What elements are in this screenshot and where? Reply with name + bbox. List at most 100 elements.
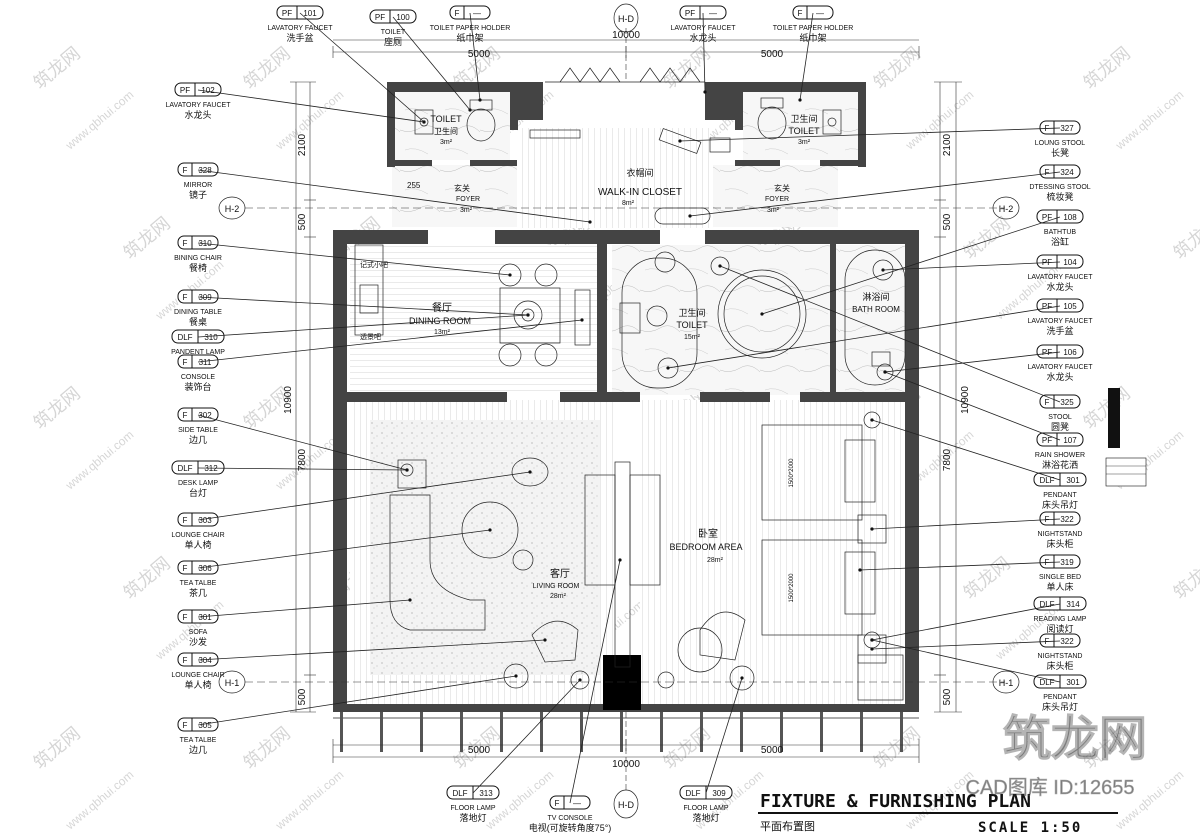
tag-label-cn: 床头吊灯 [1042, 701, 1078, 712]
leader-line [197, 169, 591, 223]
tag-number: 302 [198, 411, 212, 420]
faucet-right-icon [827, 117, 837, 127]
tag-label-cn: 洗手盆 [1046, 325, 1073, 336]
svg-text:LIVING ROOM: LIVING ROOM [533, 583, 580, 590]
room-living: 客厅 LIVING ROOM 28m² [533, 567, 580, 600]
leader-line [197, 675, 517, 726]
tag-label-cn: 水龙头 [1046, 281, 1073, 292]
leader-line [197, 599, 411, 618]
tag-code: PF [180, 86, 190, 95]
tag-label-cn: 床头柜 [1046, 538, 1073, 549]
tag-number: — [573, 799, 581, 808]
tag-label-cn: 镜子 [189, 189, 207, 200]
lounge-chair-icon [531, 620, 579, 663]
tag-code: DLF [685, 789, 700, 798]
room-labels: TOILET 卫生间 3m² 衣帽间 WALK-IN CLOSET 8m² 卫生… [360, 113, 900, 603]
tag-code: F [183, 293, 188, 302]
dim-left-3: 7800 [297, 448, 308, 471]
leader-line [197, 296, 529, 316]
tag-label-en: BATHTUB [1044, 229, 1076, 236]
bed-size-label: 1500*2000 [789, 458, 795, 488]
watermark-tile: 筑龙网 [30, 723, 84, 773]
watermark-url: www.qbhui.com [1112, 88, 1186, 153]
dimension-lines [245, 28, 1005, 790]
tag-label-cn: 纸巾架 [799, 32, 826, 43]
tag-label-en: BINING CHAIR [174, 255, 222, 262]
tag-pill [1039, 511, 1081, 526]
tag-pill [792, 5, 834, 20]
watermark-tile: 筑龙网 [120, 213, 174, 263]
bathtub-icon [717, 269, 807, 359]
sofa-icon [389, 494, 486, 631]
tag-label-cn: 水龙头 [1046, 371, 1073, 382]
tag-code: F [183, 613, 188, 622]
dim-left-4: 500 [297, 688, 308, 705]
tag-number: 102 [201, 86, 215, 95]
rain-shower-icon [876, 363, 894, 381]
watermark-url: www.qbhui.com [62, 428, 136, 493]
leader-line [702, 12, 706, 93]
walls [333, 82, 919, 712]
tag-label-cn: 水龙头 [689, 32, 716, 43]
tag-pill [1036, 209, 1084, 224]
leader-line [882, 261, 1061, 271]
tag-number: 105 [1063, 302, 1077, 311]
tag-label-en: FLOOR LAMP [450, 805, 495, 812]
dim-right-total: 10900 [960, 386, 971, 414]
dim-right-4: 500 [942, 688, 953, 705]
leader-line [197, 639, 546, 661]
leader-line [871, 603, 1061, 641]
basin-icon [657, 357, 679, 379]
tag-number: 319 [1060, 558, 1074, 567]
tag-label-en: TEA TALBE [180, 580, 217, 587]
drawing-title: FIXTURE & FURNISHING PLAN [760, 791, 1031, 812]
tag-number: — [816, 9, 824, 18]
tag-number: 309 [712, 789, 726, 798]
svg-text:15m²: 15m² [684, 334, 701, 341]
tag-number: — [709, 9, 717, 18]
svg-text:玄关: 玄关 [774, 183, 790, 193]
svg-text:TOILET: TOILET [430, 114, 462, 124]
svg-text:H-D: H-D [618, 14, 634, 24]
tag-code: DLF [452, 789, 467, 798]
leader-line [197, 314, 529, 338]
tag-number: — [473, 9, 481, 18]
svg-text:3m²: 3m² [798, 139, 811, 146]
leader-line [197, 467, 408, 471]
leader-line [689, 171, 1061, 217]
svg-text:H-1: H-1 [999, 678, 1014, 688]
shower-tray [844, 249, 906, 386]
svg-text:28m²: 28m² [707, 557, 724, 564]
tag-label-en: TOILET PAPER HOLDER [430, 25, 511, 32]
bar-sink [359, 284, 379, 314]
dining-chair-icon [498, 343, 522, 367]
tag-label-en: STOOL [1048, 414, 1072, 421]
svg-text:H-2: H-2 [225, 204, 240, 214]
dining-chair-icon [534, 343, 558, 367]
watermark-tile: 筑龙网 [240, 43, 294, 93]
floor-fills [350, 92, 915, 710]
tag-label-en: READING LAMP [1034, 616, 1087, 623]
tag-label-cn: 装饰台 [184, 381, 211, 392]
tag-pill [1036, 432, 1084, 447]
dim-bottom-left: 5000 [468, 745, 491, 756]
drawing-scale: SCALE 1:50 [978, 820, 1082, 836]
tag-code: F [183, 564, 188, 573]
dining-chair-icon [498, 263, 522, 287]
watermark-url: www.qbhui.com [62, 88, 136, 153]
tag-code: F [183, 239, 188, 248]
svg-text:衣帽间: 衣帽间 [626, 167, 653, 178]
basin-icon [654, 251, 676, 273]
tag-code: PF [1042, 436, 1052, 445]
tag-pill [177, 354, 219, 369]
svg-text:卫生间: 卫生间 [790, 113, 817, 124]
leader-line [871, 640, 1061, 650]
leader-line [679, 127, 1061, 142]
